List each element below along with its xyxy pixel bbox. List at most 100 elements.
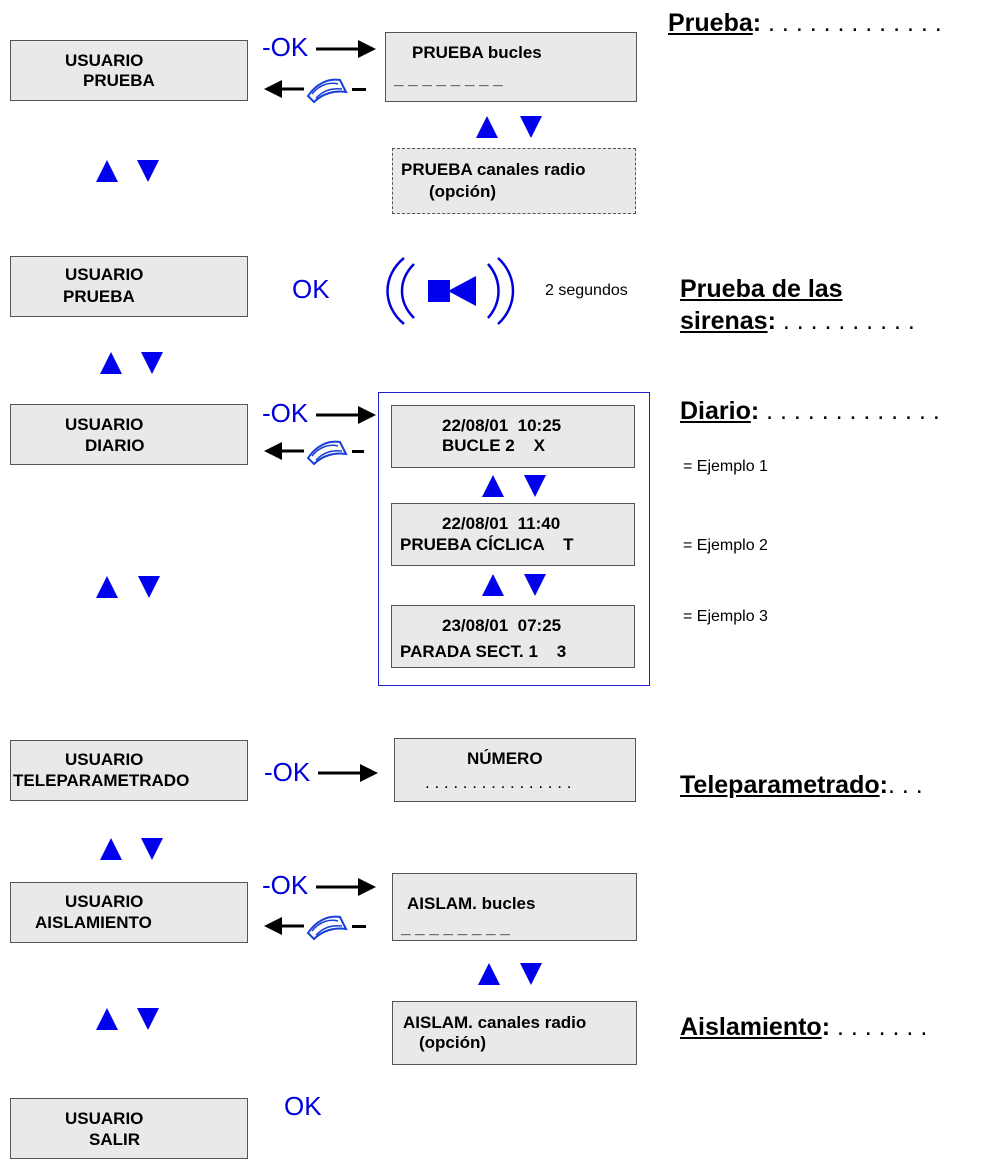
- up-arrow-icon[interactable]: [478, 963, 500, 985]
- diario-entries-frame: [378, 392, 650, 686]
- dash: [352, 450, 364, 453]
- heading-colon: :: [767, 307, 776, 335]
- up-arrow-icon[interactable]: [476, 116, 498, 138]
- down-arrow-icon[interactable]: [141, 838, 163, 860]
- entry-datetime: 22/08/01 10:25: [442, 416, 562, 435]
- up-arrow-icon[interactable]: [482, 475, 504, 497]
- menu-usuario-prueba-sirenas[interactable]: USUARIO PRUEBA: [10, 256, 248, 317]
- menu-usuario-teleparametrado[interactable]: USUARIO TELEPARAMETRADO: [10, 740, 248, 801]
- menu-usuario-aislamiento[interactable]: USUARIO AISLAMIENTO: [10, 882, 248, 943]
- heading-sirenas-line2: sirenas: . . . . . . . . . .: [680, 306, 915, 336]
- menu-line2: PRUEBA: [83, 71, 155, 90]
- submenu-line1: PRUEBA canales radio: [401, 160, 586, 179]
- right-arrow-icon: [316, 406, 376, 424]
- menu-usuario-diario[interactable]: USUARIO DIARIO: [10, 404, 248, 465]
- heading-title: Teleparametrado: [680, 771, 880, 799]
- entry-event: BUCLE 2 X: [442, 436, 545, 455]
- dash: [352, 925, 366, 928]
- up-arrow-icon[interactable]: [96, 576, 118, 598]
- heading-colon: :: [752, 9, 762, 37]
- right-arrow-icon: [316, 40, 376, 58]
- right-arrow-icon: [316, 878, 376, 896]
- ok-label[interactable]: OK: [292, 274, 330, 304]
- heading-title-line1: Prueba de las: [680, 275, 843, 303]
- book-icon[interactable]: [302, 74, 350, 104]
- down-arrow-icon[interactable]: [137, 160, 159, 182]
- submenu-numero[interactable]: NÚMERO . . . . . . . . . . . . . . . .: [394, 738, 636, 802]
- up-arrow-icon[interactable]: [96, 1008, 118, 1030]
- heading-prueba: Prueba: . . . . . . . . . . . . .: [668, 8, 942, 38]
- book-icon[interactable]: [302, 436, 350, 466]
- diario-entry-1[interactable]: 22/08/01 10:25 BUCLE 2 X: [391, 405, 635, 468]
- left-arrow-icon: [264, 442, 304, 460]
- example-3: = Ejemplo 3: [683, 608, 768, 625]
- up-arrow-icon[interactable]: [100, 838, 122, 860]
- heading-title-line2: sirenas: [680, 307, 768, 335]
- heading-dots: . . . . . . .: [830, 1013, 928, 1041]
- right-arrow-icon: [318, 764, 378, 782]
- heading-title: Diario: [680, 397, 751, 425]
- up-arrow-icon[interactable]: [96, 160, 118, 182]
- siren-icon: [386, 257, 515, 325]
- up-arrow-icon[interactable]: [482, 574, 504, 596]
- up-arrow-icon[interactable]: [100, 352, 122, 374]
- submenu-line2: . . . . . . . . . . . . . . . .: [425, 773, 572, 792]
- submenu-aislam-bucles[interactable]: AISLAM. bucles _ _ _ _ _ _ _ _: [392, 873, 637, 941]
- menu-line2: PRUEBA: [63, 287, 135, 306]
- submenu-line2: (opción): [429, 182, 497, 201]
- siren-duration: 2 segundos: [545, 282, 628, 299]
- submenu-line2: _ _ _ _ _ _ _ _: [394, 69, 503, 88]
- menu-line1: USUARIO: [65, 1109, 144, 1128]
- menu-line2: DIARIO: [85, 436, 145, 455]
- menu-usuario-salir[interactable]: USUARIO SALIR: [10, 1098, 248, 1159]
- down-arrow-icon[interactable]: [141, 352, 163, 374]
- diario-entry-2[interactable]: 22/08/01 11:40 PRUEBA CÍCLICA T: [391, 503, 635, 566]
- menu-usuario-prueba[interactable]: USUARIO PRUEBA: [10, 40, 248, 101]
- down-arrow-icon[interactable]: [524, 475, 546, 497]
- submenu-line1: AISLAM. bucles: [407, 894, 536, 913]
- heading-aislamiento: Aislamiento: . . . . . . .: [680, 1012, 927, 1042]
- entry-datetime: 23/08/01 07:25: [442, 616, 562, 635]
- submenu-line2: (opción): [419, 1033, 487, 1052]
- menu-line2: AISLAMIENTO: [35, 913, 152, 932]
- heading-dots: . . .: [887, 771, 923, 799]
- example-1: = Ejemplo 1: [683, 458, 768, 475]
- ok-forward-label[interactable]: -OK: [262, 870, 309, 900]
- submenu-prueba-radio[interactable]: PRUEBA canales radio (opción): [392, 148, 636, 214]
- submenu-line1: AISLAM. canales radio: [403, 1013, 587, 1032]
- heading-sirenas: Prueba de las: [680, 274, 843, 304]
- left-arrow-icon: [264, 80, 304, 98]
- menu-line1: USUARIO: [65, 51, 144, 70]
- heading-dots: . . . . . . . . . .: [775, 307, 915, 335]
- entry-datetime: 22/08/01 11:40: [442, 514, 561, 533]
- submenu-line1: PRUEBA bucles: [412, 43, 542, 62]
- diario-entry-3[interactable]: 23/08/01 07:25 PARADA SECT. 1 3: [391, 605, 635, 668]
- book-icon[interactable]: [302, 911, 350, 941]
- submenu-line2: _ _ _ _ _ _ _ _: [401, 918, 510, 937]
- ok-forward-label[interactable]: -OK: [264, 757, 311, 787]
- dash: [352, 88, 366, 91]
- menu-line1: USUARIO: [65, 415, 144, 434]
- heading-dots: . . . . . . . . . . . . .: [759, 397, 940, 425]
- left-arrow-icon: [264, 917, 304, 935]
- heading-diario: Diario: . . . . . . . . . . . . .: [680, 396, 940, 426]
- down-arrow-icon[interactable]: [138, 576, 160, 598]
- submenu-prueba-bucles[interactable]: PRUEBA bucles _ _ _ _ _ _ _ _: [385, 32, 637, 102]
- entry-event: PRUEBA CÍCLICA T: [400, 535, 574, 554]
- down-arrow-icon[interactable]: [524, 574, 546, 596]
- menu-line2: TELEPARAMETRADO: [13, 771, 190, 790]
- ok-forward-label[interactable]: -OK: [262, 398, 309, 428]
- down-arrow-icon[interactable]: [137, 1008, 159, 1030]
- ok-forward-label[interactable]: -OK: [262, 32, 309, 62]
- entry-event: PARADA SECT. 1 3: [400, 642, 567, 661]
- down-arrow-icon[interactable]: [520, 116, 542, 138]
- submenu-aislam-radio[interactable]: AISLAM. canales radio (opción): [392, 1001, 637, 1065]
- menu-line2: SALIR: [89, 1130, 140, 1149]
- heading-colon: :: [879, 771, 888, 799]
- down-arrow-icon[interactable]: [520, 963, 542, 985]
- heading-dots: . . . . . . . . . . . . .: [761, 9, 942, 37]
- ok-label[interactable]: OK: [284, 1091, 322, 1121]
- heading-title: Aislamiento: [680, 1013, 822, 1041]
- heading-colon: :: [821, 1013, 831, 1041]
- submenu-line1: NÚMERO: [467, 749, 543, 768]
